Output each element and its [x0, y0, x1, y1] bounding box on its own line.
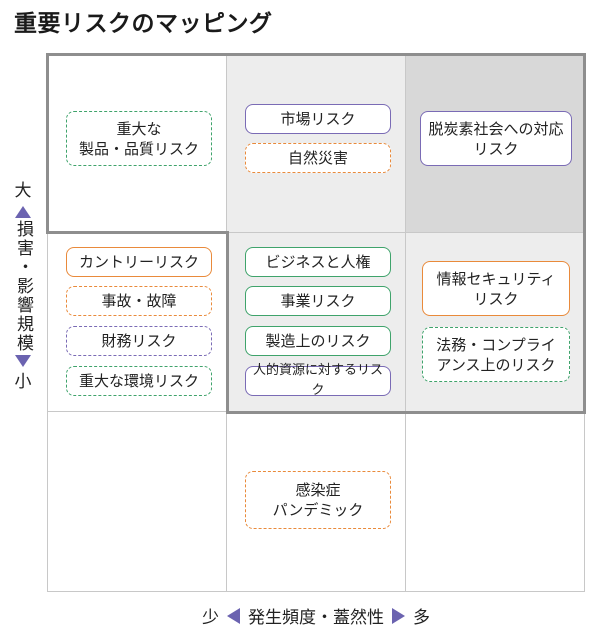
zone-border-step-horizontal: [46, 231, 229, 234]
risk-box-business: 事業リスク: [245, 286, 391, 316]
arrow-up-icon: [15, 206, 31, 218]
cell-low-high: [406, 412, 585, 592]
risk-matrix: 重大な 製品・品質リスク 市場リスク 自然災害 脱炭素社会への対応リスク カント…: [46, 53, 586, 592]
y-axis-title: 損害・影響規模: [13, 220, 33, 353]
zone-border-left-lower: [226, 231, 229, 414]
zone-border-bottom: [226, 411, 586, 414]
arrow-down-icon: [15, 355, 31, 367]
arrow-left-icon: [227, 607, 240, 624]
risk-box-legal-compliance: 法務・コンプライアンス上のリスク: [422, 327, 570, 382]
y-axis: 大 損害・影響規模 小: [10, 180, 36, 393]
risk-box-country: カントリーリスク: [66, 247, 212, 277]
risk-box-accident-failure: 事故・故障: [66, 286, 212, 316]
risk-box-human-resources: 人的資源に対するリスク: [245, 363, 391, 398]
page-title: 重要リスクのマッピング: [14, 11, 273, 37]
zone-border-right: [583, 53, 586, 414]
cell-mid-high: [406, 233, 585, 412]
x-axis-title: 発生頻度・蓋然性: [248, 608, 384, 628]
risk-box-natural-disaster: 自然災害: [245, 143, 391, 173]
y-axis-high-label: 大: [14, 181, 32, 201]
cell-low-low: [47, 412, 227, 592]
risk-box-decarbonization: 脱炭素社会への対応リスク: [420, 111, 572, 166]
arrow-right-icon: [392, 607, 405, 624]
risk-box-financial: 財務リスク: [66, 326, 212, 356]
risk-box-environment: 重大な環境リスク: [66, 366, 212, 396]
risk-box-manufacturing: 製造上のリスク: [245, 326, 391, 356]
cell-low-mid: [227, 412, 406, 592]
risk-box-product-quality: 重大な 製品・品質リスク: [66, 111, 212, 166]
x-axis: 少 発生頻度・蓋然性 多: [47, 603, 585, 628]
risk-box-business-human-rights: ビジネスと人権: [245, 247, 391, 277]
x-axis-low-label: 少: [202, 608, 219, 628]
zone-border-top: [46, 53, 586, 56]
risk-box-information-security: 情報セキュリティリスク: [422, 261, 570, 316]
zone-border-left-upper: [46, 53, 49, 234]
x-axis-high-label: 多: [413, 608, 430, 628]
y-axis-low-label: 小: [14, 372, 32, 392]
risk-box-pandemic: 感染症 パンデミック: [245, 471, 391, 529]
risk-box-market: 市場リスク: [245, 104, 391, 134]
